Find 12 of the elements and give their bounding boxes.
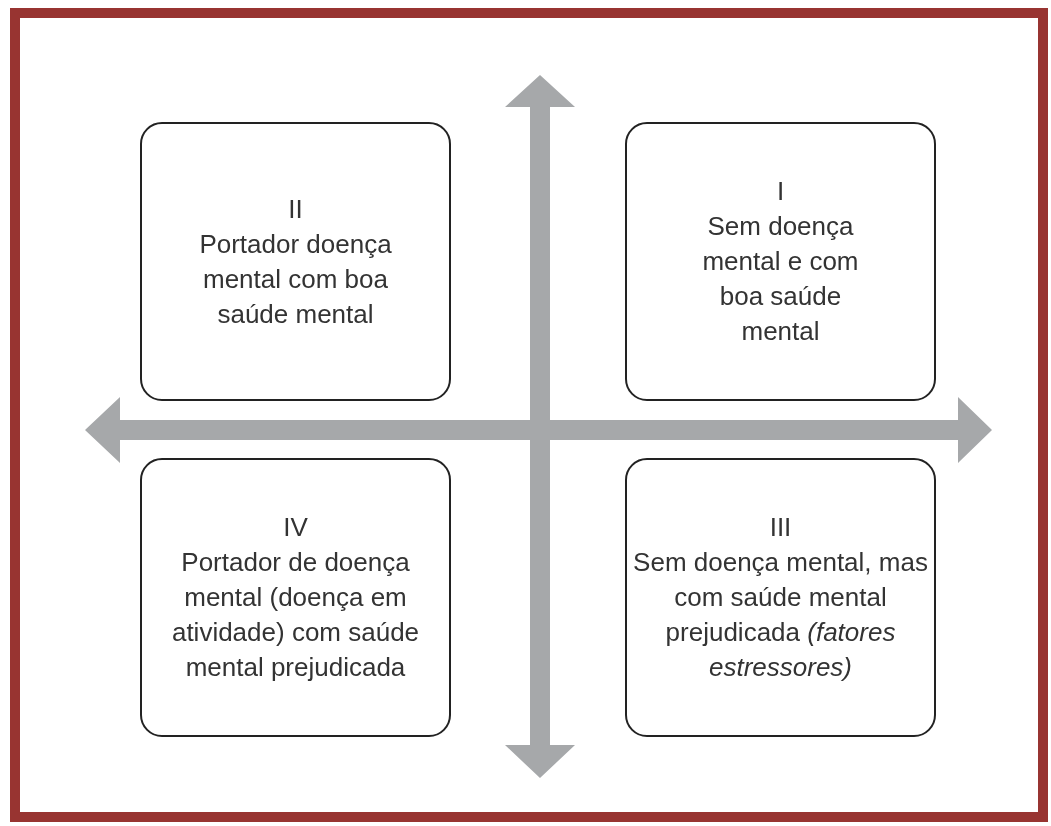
quadrant-box <box>140 458 451 737</box>
quadrant-numeral: II <box>288 192 303 226</box>
quadrant-box <box>625 458 936 737</box>
quadrant-description: Sem doença mental, mas com saúde mental prejudicada (fatores estressores) <box>632 546 929 684</box>
quadrant-description: Portador de doença mental (doença em atividade) com saúde mental prejudicada <box>170 546 421 684</box>
quadrant-numeral: III <box>769 511 792 544</box>
quadrant-numeral: I <box>776 175 785 208</box>
quadrant-box <box>625 122 936 401</box>
quadrant-numeral: IV <box>283 511 308 544</box>
quadrant-box <box>140 122 451 401</box>
quadrant-description: Sem doença mental e com boa saúde mental <box>701 210 860 348</box>
quadrant-description: Portador doença mental com boa saúde mental <box>198 227 393 331</box>
